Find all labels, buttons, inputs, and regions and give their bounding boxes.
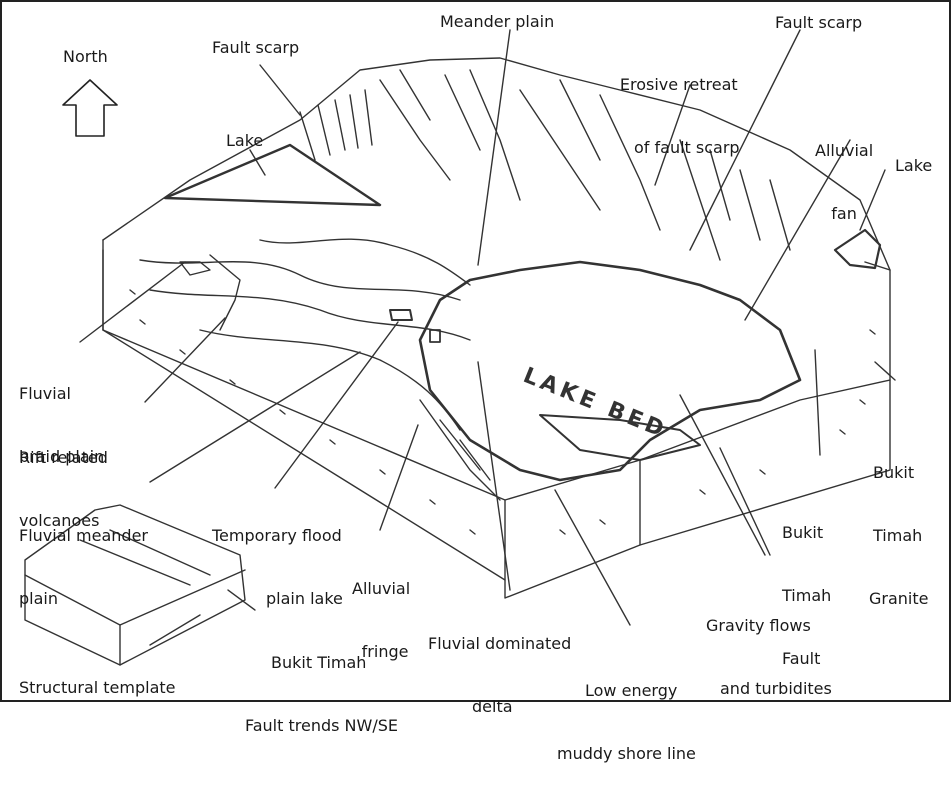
- fluvial-delta-label: Fluvial dominated delta: [428, 591, 571, 738]
- fluvial-meander-plain-label: Fluvial meander plain: [19, 483, 148, 630]
- lake-bed-outline: [420, 262, 800, 480]
- north-label: North: [63, 46, 108, 67]
- fault-scarp-right-label: Fault scarp: [775, 12, 862, 33]
- low-energy-shore-label: Low energy muddy shore line: [557, 638, 696, 785]
- bukit-timah-granite-label: Bukit Timah Granite: [873, 420, 928, 630]
- lake-left-label: Lake: [226, 130, 263, 151]
- temporary-flood-lake-label: Temporary flood plain lake: [212, 483, 343, 630]
- bukit-timah-fault-label: Bukit Timah Fault: [782, 480, 831, 690]
- fault-trends-label: Bukit Timah Fault trends NW/SE: [245, 610, 398, 757]
- lake-right-label: Lake: [895, 155, 932, 176]
- up-arrow-icon: [63, 80, 117, 136]
- fault-scarp-left-label: Fault scarp: [212, 37, 299, 58]
- lake-bed-text: LAKE BED: [520, 363, 671, 443]
- meander-plain-label: Meander plain: [440, 11, 554, 32]
- erosive-retreat-label: Erosive retreat of fault scarp: [618, 32, 740, 179]
- alluvial-fan-label: Alluvial fan: [815, 98, 873, 245]
- structural-template-label: Structural template: [19, 677, 176, 698]
